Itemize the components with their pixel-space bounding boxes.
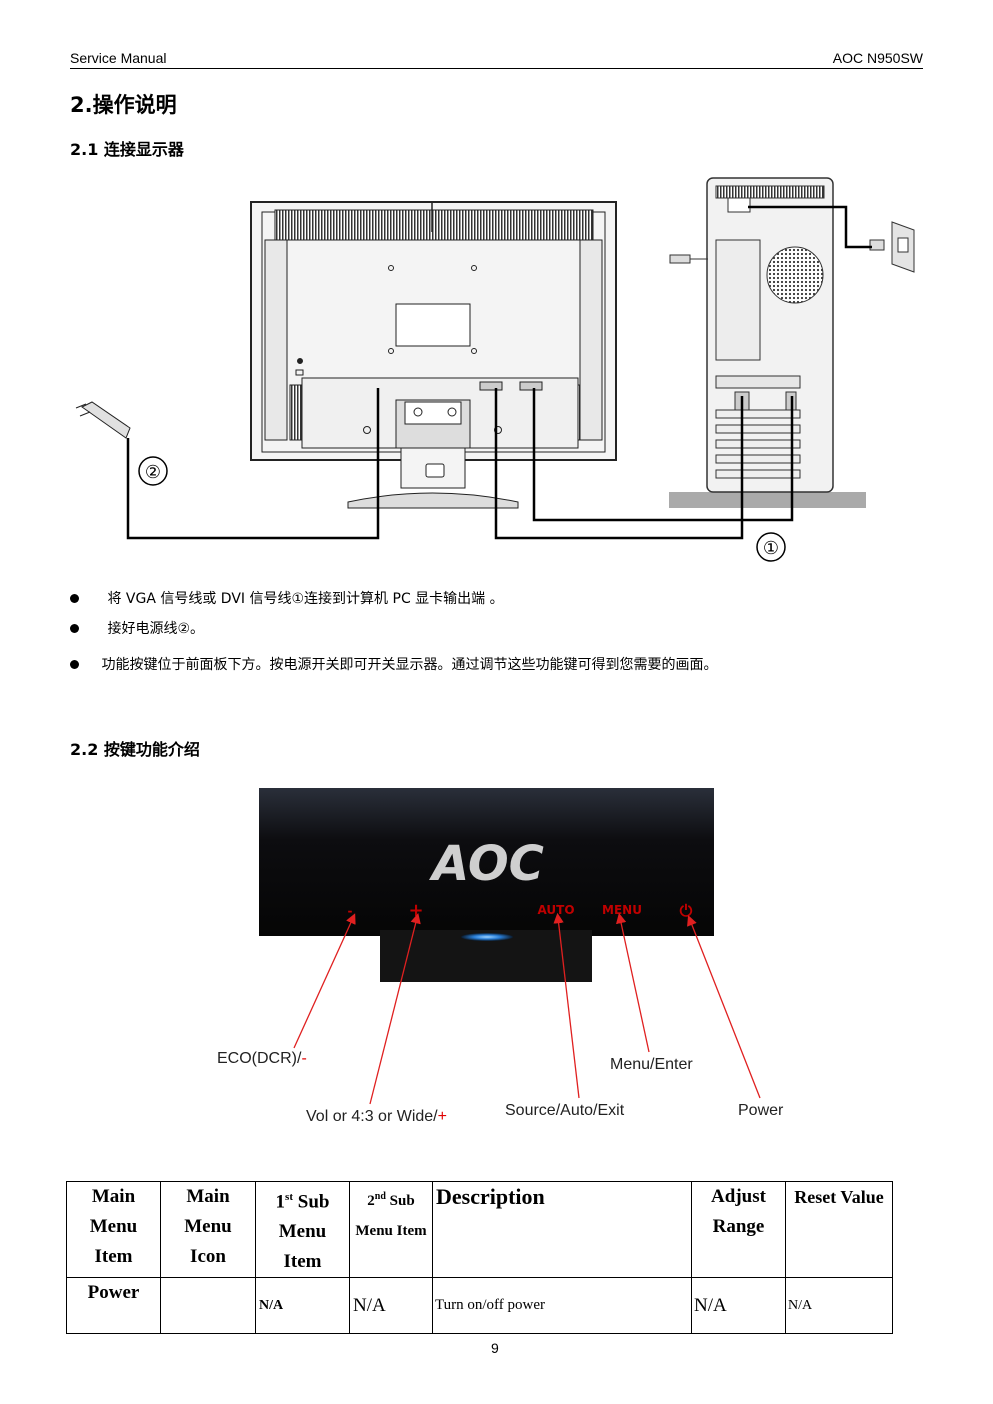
th-line: Menu Item (355, 1223, 427, 1239)
header-left: Service Manual (70, 50, 167, 66)
arrow-menu (616, 912, 650, 1053)
bullet-3: 功能按键位于前面板下方。按电源开关即可开关显示器。通过调节这些功能键可得到您需要… (70, 654, 717, 674)
label-source: Source/Auto/Exit (505, 1102, 625, 1119)
cell-description-text: Turn on/off power (435, 1297, 546, 1314)
cables (126, 205, 872, 540)
th-line: Description (436, 1184, 545, 1209)
callout-1-label: ① (763, 538, 779, 559)
label-eco-sign: - (301, 1050, 307, 1067)
th-line: Icon (190, 1246, 226, 1267)
button-auto-mark: AUTO (537, 903, 574, 917)
th-line: Menu (278, 1221, 327, 1243)
bullet-dot (70, 594, 79, 603)
cell-adjust: N/A (691, 1277, 786, 1335)
arrow-eco (293, 913, 356, 1049)
cell-sub1: N/A (255, 1277, 350, 1335)
button-minus-mark: - (348, 904, 353, 918)
th-sub1-sup: st (285, 1191, 293, 1203)
th-sub2-num: 2 (367, 1193, 375, 1209)
label-eco-text: ECO(DCR)/ (217, 1050, 302, 1067)
cell-reset: N/A (785, 1277, 893, 1335)
th-line: 1st Sub (256, 1182, 349, 1217)
bullet-2: 接好电源线②。 (70, 618, 204, 638)
th-reset-value: Reset Value (785, 1180, 893, 1279)
cell-main-item-text: Power (87, 1282, 140, 1304)
callout-2-label: ② (145, 462, 161, 483)
th-first-sub-menu-item: 1st Sub Menu Item (255, 1180, 350, 1279)
subsection-title-connect: 2.1 连接显示器 (70, 140, 184, 159)
table-header-row: Main Menu Item Main Menu Icon 1st Sub Me… (66, 1180, 893, 1279)
th-line: Range (712, 1216, 765, 1237)
header-rule (70, 68, 923, 69)
label-eco: ECO(DCR)/- (217, 1050, 307, 1068)
osd-function-table: Main Menu Item Main Menu Icon 1st Sub Me… (66, 1180, 893, 1335)
page-number: 9 (491, 1340, 499, 1356)
th-sub2-word: Sub (385, 1193, 415, 1209)
arrow-source (553, 912, 580, 1099)
th-line: 2nd Sub (350, 1182, 432, 1216)
arrow-vol (369, 912, 421, 1105)
th-line: Adjust (711, 1186, 766, 1207)
cell-adjust-text: N/A (694, 1294, 727, 1316)
th-second-sub-menu-item: 2nd Sub Menu Item (349, 1180, 433, 1279)
label-vol-text: Vol or 4:3 or Wide/ (306, 1108, 438, 1125)
callout-2: ② (138, 456, 168, 486)
bullet-2-text: 接好电源线②。 (107, 621, 205, 637)
bullet-dot (70, 660, 79, 669)
power-plug (75, 401, 131, 439)
th-line: Menu (89, 1216, 138, 1237)
label-vol: Vol or 4:3 or Wide/+ (306, 1108, 447, 1126)
th-line: Item (283, 1251, 322, 1273)
callout-arrows (293, 912, 761, 1105)
th-line: Menu (184, 1216, 232, 1237)
bullet-dot (70, 624, 79, 633)
label-vol-sign: + (437, 1108, 447, 1125)
section-title: 2.操作说明 (70, 93, 177, 117)
cell-description: Turn on/off power (432, 1277, 692, 1335)
pc-tower (669, 177, 866, 508)
subsection-title-keys: 2.2 按键功能介绍 (70, 740, 200, 759)
th-adjust-range: Adjust Range (691, 1180, 786, 1279)
th-sub1-word: Sub (293, 1191, 330, 1213)
th-line: Main (186, 1186, 230, 1207)
table-row: Power N/A N/A Turn on/off power N/A N/A (66, 1277, 893, 1335)
th-line: Item (94, 1246, 133, 1267)
cell-icon (160, 1277, 256, 1335)
connection-diagram: ② ① (75, 177, 915, 562)
th-main-menu-item: Main Menu Item (66, 1180, 161, 1279)
cell-sub2: N/A (349, 1277, 433, 1335)
bullet-1-text: 将 VGA 信号线或 DVI 信号线①连接到计算机 PC 显卡输出端 。 (107, 591, 504, 607)
pc-plug (669, 254, 708, 264)
label-power: Power (738, 1102, 784, 1119)
callout-1: ① (756, 532, 786, 562)
button-menu-mark: MENU (602, 903, 642, 917)
bullet-3-text: 功能按键位于前面板下方。按电源开关即可开关显示器。通过调节这些功能键可得到您需要… (101, 657, 718, 673)
header-right: AOC N950SW (832, 50, 923, 66)
bullet-1: 将 VGA 信号线或 DVI 信号线①连接到计算机 PC 显卡输出端 。 (70, 588, 504, 608)
label-menu: Menu/Enter (610, 1056, 693, 1073)
cell-main-item: Power (66, 1277, 161, 1335)
monitor-back (250, 201, 617, 509)
cell-sub2-text: N/A (353, 1294, 386, 1316)
th-sub2-sup: nd (374, 1191, 386, 1202)
front-panel-photo: AOC - + AUTO MENU ⏻ (259, 788, 714, 982)
th-line: Reset Value (794, 1187, 884, 1207)
th-line: Main (91, 1186, 136, 1207)
cell-reset-text: N/A (788, 1297, 813, 1313)
aoc-logo: AOC (428, 836, 544, 892)
arrow-power (687, 915, 761, 1099)
th-description: Description (432, 1180, 692, 1279)
cell-sub1-text: N/A (259, 1297, 284, 1313)
wall-socket (869, 221, 915, 273)
th-sub1-num: 1 (275, 1191, 286, 1213)
th-main-menu-icon: Main Menu Icon (160, 1180, 256, 1279)
